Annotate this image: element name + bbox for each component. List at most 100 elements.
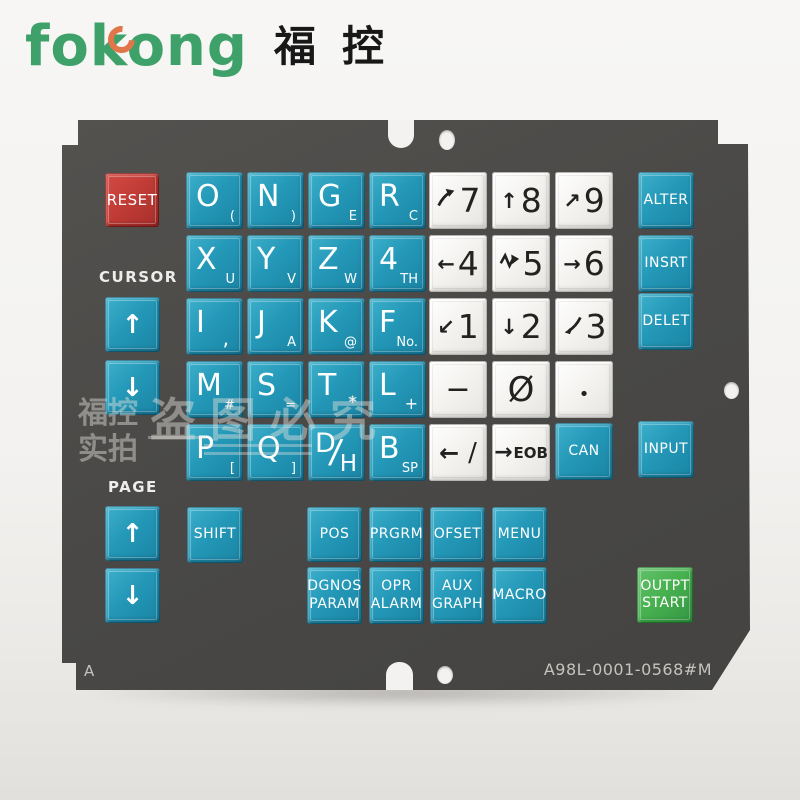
key-digit-1[interactable]: ↙ 1 [429,298,487,355]
key-delet[interactable]: DELET [638,293,694,350]
key-sub-label: SP [401,461,418,476]
key-digit-3[interactable]: 3 [555,298,613,355]
key-macro[interactable]: MACRO [492,567,547,624]
up-arrow-icon: ↑ [500,188,518,213]
key-digit-5[interactable]: 5 [492,235,550,292]
key-sub-label: V [287,272,296,287]
key-letter-s[interactable]: S= [247,361,304,418]
key-shift[interactable]: SHIFT [187,507,243,563]
up-right-arrow-icon: ↗ [563,188,581,213]
key-main-label: S [257,368,277,403]
key-digit-6[interactable]: → 6 [555,235,613,292]
key-delet-label: DELET [642,312,690,329]
key-input[interactable]: INPUT [638,421,694,478]
key-digit-7[interactable]: 7 [429,172,487,229]
key-menu[interactable]: MENU [492,507,547,562]
key-alter-label: ALTER [643,191,689,208]
key-main-label: R [379,179,400,214]
key-prgrm[interactable]: PRGRM [369,507,424,562]
right-arrow-icon: → [494,440,513,465]
key-main-label: D [315,428,336,459]
key-letter-l[interactable]: L+ [369,361,426,418]
key-sub-label: [ [229,461,235,476]
key-can[interactable]: CAN [555,423,613,480]
key-letter-m[interactable]: M# [186,361,243,418]
key-letter-q[interactable]: Q] [247,424,304,481]
bottom-notch-cutout [386,662,413,690]
revision-letter: A [84,662,95,680]
key-insrt[interactable]: INSRT [638,235,694,292]
key-pos[interactable]: POS [307,507,362,562]
key-cursor-down[interactable]: ↓ [105,360,160,415]
slash-label: / [468,437,477,468]
key-digit-9[interactable]: ↗ 9 [555,172,613,229]
key-sub-label: @ [344,335,357,350]
key-sub-label: A [287,335,296,350]
key-alter[interactable]: ALTER [638,172,694,229]
key-letter-i[interactable]: I, [186,298,243,355]
left-arrow-icon: ← [439,438,460,467]
key-page-down[interactable]: ↓ [105,568,160,623]
key-reset[interactable]: RESET [105,173,159,227]
key-eob[interactable]: → EOB [492,424,550,481]
key-letter-k[interactable]: K@ [308,298,365,355]
cursor-section-label: CURSOR [99,268,178,286]
key-sub-label: H [339,451,357,477]
key-main-label: K [318,305,338,340]
key-letter-p[interactable]: P[ [186,424,243,481]
key-sub-label: C [408,209,418,224]
key-main-label: X [196,242,217,277]
key-digit-label: 1 [457,307,479,346]
down-arrow-icon: ↓ [121,580,144,611]
down-arrow-icon: ↓ [121,372,144,403]
part-number: A98L-0001-0568#M [543,660,712,679]
key-main-label: L [379,368,396,403]
key-sub-label: ) [290,209,296,224]
key-slash[interactable]: ← / [429,424,487,481]
key-letter-o[interactable]: O( [186,172,243,229]
key-letter-d-h[interactable]: D/H [308,424,365,481]
key-page-up[interactable]: ↑ [105,506,160,561]
key-sub-label: E [348,209,357,224]
key-sub-label: ] [290,461,296,476]
key-ofset[interactable]: OFSET [430,507,485,562]
key-decimal-point[interactable]: • [555,361,613,418]
key-sub-label: = [285,398,296,413]
right-arrow-icon: → [563,251,581,276]
brand-name-chinese: 福控 [274,22,411,71]
key-macro-label: MACRO [492,586,547,603]
key-digit-4[interactable]: ← 4 [429,235,487,292]
key-sub-label: No. [396,335,418,350]
key-letter-n[interactable]: N) [247,172,304,229]
key-cursor-up[interactable]: ↑ [105,297,160,352]
key-input-label: INPUT [643,440,689,457]
zigzag-right-arrow-icon [499,251,520,276]
key-main-label: Q [257,431,281,466]
key-digit-8[interactable]: ↑ 8 [492,172,550,229]
curve-down-left-arrow-icon [562,314,583,339]
key-zero[interactable]: Ø [492,361,550,418]
up-arrow-icon: ↑ [121,309,144,340]
key-minus[interactable]: − [429,361,487,418]
left-arrow-icon: ← [437,251,455,276]
top-notch-cutout [388,120,414,148]
key-main-label: T [318,368,337,403]
key-digit-2[interactable]: ↓ 2 [492,298,550,355]
key-letter-t[interactable]: T* [308,361,365,418]
